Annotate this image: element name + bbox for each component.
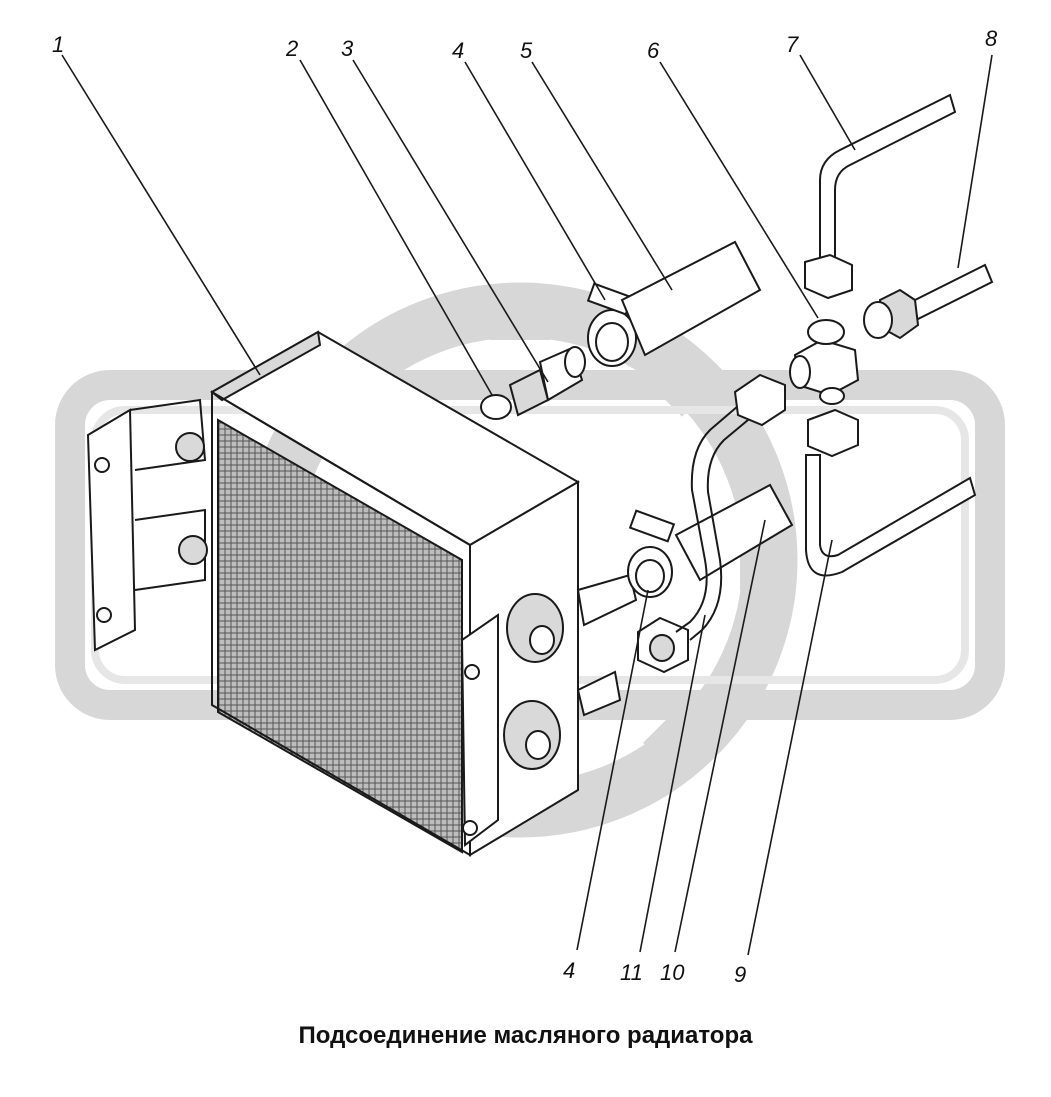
callout-2: 2: [285, 36, 298, 61]
callout-9: 9: [734, 962, 746, 987]
hose-upper: [620, 240, 762, 357]
callout-1: 1: [52, 32, 64, 57]
union-nut: [637, 616, 689, 674]
callout-8: 8: [985, 26, 998, 51]
callout-4-top: 4: [452, 38, 464, 63]
pipe-lower: [805, 408, 977, 577]
leader-lines: [61, 54, 993, 956]
callout-6: 6: [647, 38, 660, 63]
sealing-ring: [480, 394, 512, 420]
callout-10: 10: [660, 960, 685, 985]
callout-3: 3: [341, 36, 354, 61]
callout-7: 7: [786, 32, 799, 57]
pipe-upper: [804, 93, 957, 300]
callouts: 1 2 3 4 5 6 7 8 4 11 10 9: [52, 26, 998, 987]
oil-radiator: [86, 330, 638, 857]
union-fitting: [508, 346, 586, 417]
steel-tube: [675, 373, 786, 641]
hose-clamp-lower: [627, 509, 676, 598]
callout-5: 5: [520, 38, 533, 63]
hose-clamp-upper: [586, 282, 637, 367]
figure-caption: Подсоединение масляного радиатора: [298, 1022, 753, 1049]
tee-fitting: [789, 319, 860, 405]
callout-11: 11: [620, 960, 643, 985]
callout-4-bottom: 4: [563, 958, 575, 983]
pipe-right: [863, 263, 994, 340]
